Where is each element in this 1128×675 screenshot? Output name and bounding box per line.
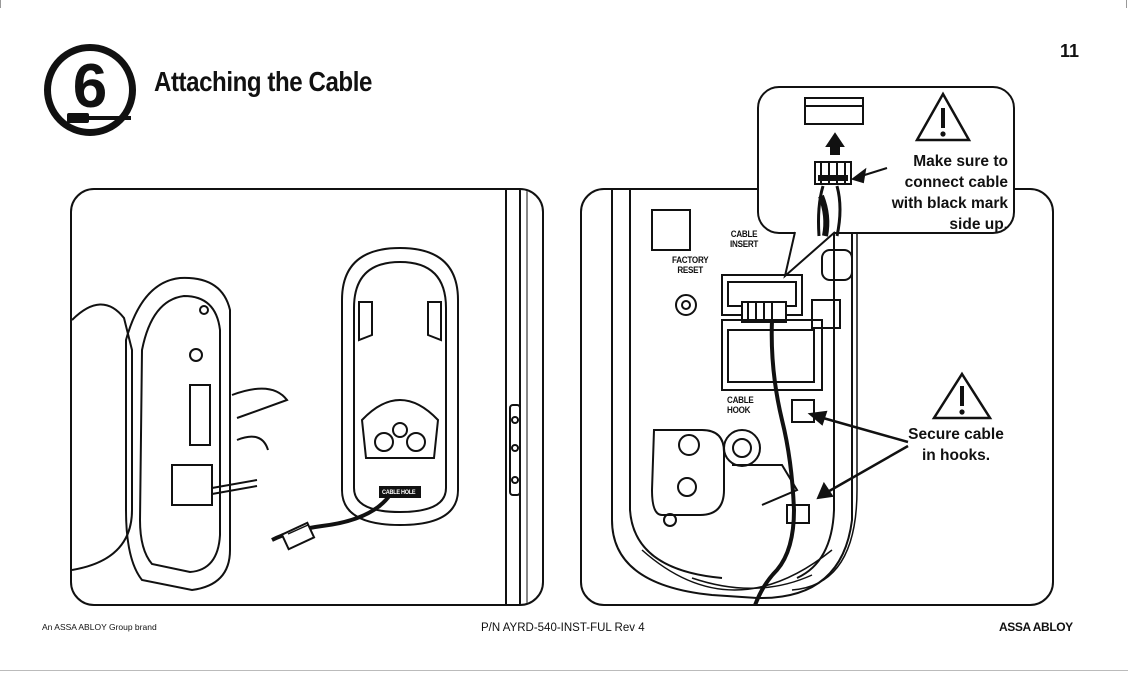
illustration-panel-left: CABLE HOLE xyxy=(70,188,544,606)
cable-hole-label: CABLE HOLE xyxy=(382,488,415,498)
page-title: Attaching the Cable xyxy=(154,66,372,98)
crop-mark-top-left xyxy=(0,0,1,8)
left-illustration xyxy=(72,190,544,606)
page-number: 11 xyxy=(1060,41,1079,62)
up-arrow-icon xyxy=(827,134,843,154)
step-number-badge: 6 xyxy=(44,44,136,136)
cable-hook-label: CABLE HOOK xyxy=(727,396,754,416)
warning-icon xyxy=(917,94,969,140)
screwdriver-icon xyxy=(63,107,143,137)
bottom-rule xyxy=(0,670,1128,671)
footer-part-number: P/N AYRD-540-INST-FUL Rev 4 xyxy=(481,622,645,634)
warning-icon xyxy=(934,374,990,418)
factory-reset-label: FACTORY RESET xyxy=(672,256,708,276)
footer-brand: An ASSA ABLOY Group brand xyxy=(42,622,157,632)
assa-abloy-logo: ASSA ABLOY xyxy=(999,620,1073,634)
callout-note: Make sure to connect cable with black ma… xyxy=(868,151,1008,235)
hooks-note: Secure cable in hooks. xyxy=(900,424,1012,466)
crop-mark-top-right xyxy=(1126,0,1127,8)
cable-insert-label: CABLE INSERT xyxy=(730,230,758,250)
